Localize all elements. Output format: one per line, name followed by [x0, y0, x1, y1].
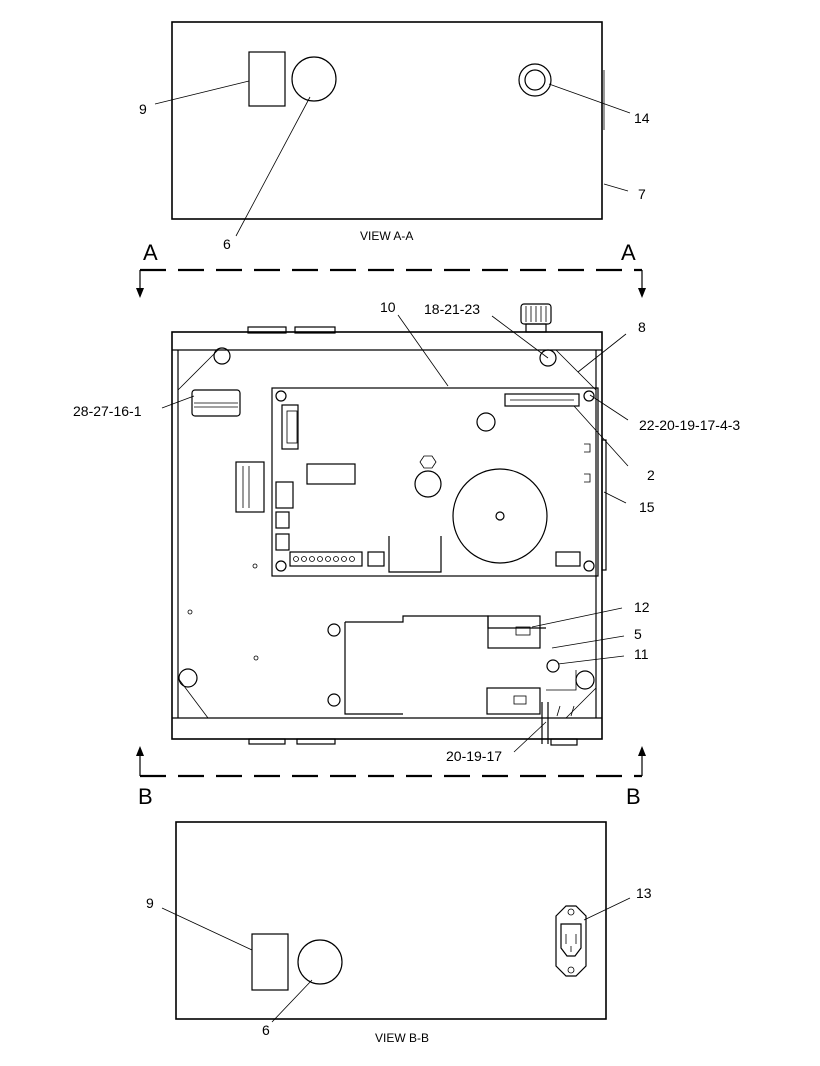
main-view: 10 18-21-23 8 28-27-16-1 22-20-19-17-4-3…: [73, 299, 740, 764]
power-inlet-13: [555, 905, 587, 977]
section-mark-b-left: B: [138, 784, 153, 809]
section-mark-b-right: B: [626, 784, 641, 809]
callout-14: 14: [634, 110, 650, 126]
connector-2: [504, 393, 580, 407]
callout-8: 8: [638, 319, 646, 335]
callout-18-21-23: 18-21-23: [424, 301, 480, 317]
enclosure-8: [171, 331, 603, 740]
view-b-b-caption: VIEW B-B: [375, 1031, 429, 1045]
callout-5: 5: [634, 626, 642, 642]
callout-22-20-19-17-4-3: 22-20-19-17-4-3: [639, 417, 740, 433]
section-line-b: B B: [136, 746, 646, 809]
view-b-b: 9 13 6 VIEW B-B: [146, 821, 652, 1045]
section-mark-a-left: A: [143, 240, 158, 265]
section-line-a: A A: [136, 240, 646, 298]
section-mark-a-right: A: [621, 240, 636, 265]
bottom-view-hole-6: [297, 939, 343, 985]
top-view-enclosure-7: [171, 21, 603, 220]
bottom-view-label-plate-9: [251, 933, 289, 991]
view-a-a-caption: VIEW A-A: [360, 229, 413, 243]
callout-7: 7: [638, 186, 646, 202]
callout-10: 10: [380, 299, 396, 315]
callout-6-top: 6: [223, 236, 231, 252]
power-module-5: [344, 615, 546, 715]
top-view-label-plate-9: [248, 51, 286, 107]
circuit-board-10: [271, 387, 599, 577]
callout-20-19-17: 20-19-17: [446, 748, 502, 764]
switch-28-27-16-1: [191, 389, 241, 417]
top-view-hole-6: [291, 56, 337, 102]
ground-stud-11: [546, 659, 560, 673]
callout-12: 12: [634, 599, 650, 615]
callout-15: 15: [639, 499, 655, 515]
callout-28-27-16-1: 28-27-16-1: [73, 403, 142, 419]
callout-2: 2: [647, 467, 655, 483]
transformer: [452, 468, 548, 564]
callout-9-bottom: 9: [146, 895, 154, 911]
top-view-knob-14: [518, 63, 552, 97]
callout-11: 11: [634, 646, 649, 662]
bottom-view-enclosure: [175, 821, 607, 1020]
callout-13: 13: [636, 885, 652, 901]
view-a-a: 9 14 7 6 VIEW A-A: [139, 21, 650, 252]
callout-6-bottom: 6: [262, 1022, 270, 1038]
callout-9-top: 9: [139, 101, 147, 117]
side-bracket-15: [601, 439, 607, 571]
